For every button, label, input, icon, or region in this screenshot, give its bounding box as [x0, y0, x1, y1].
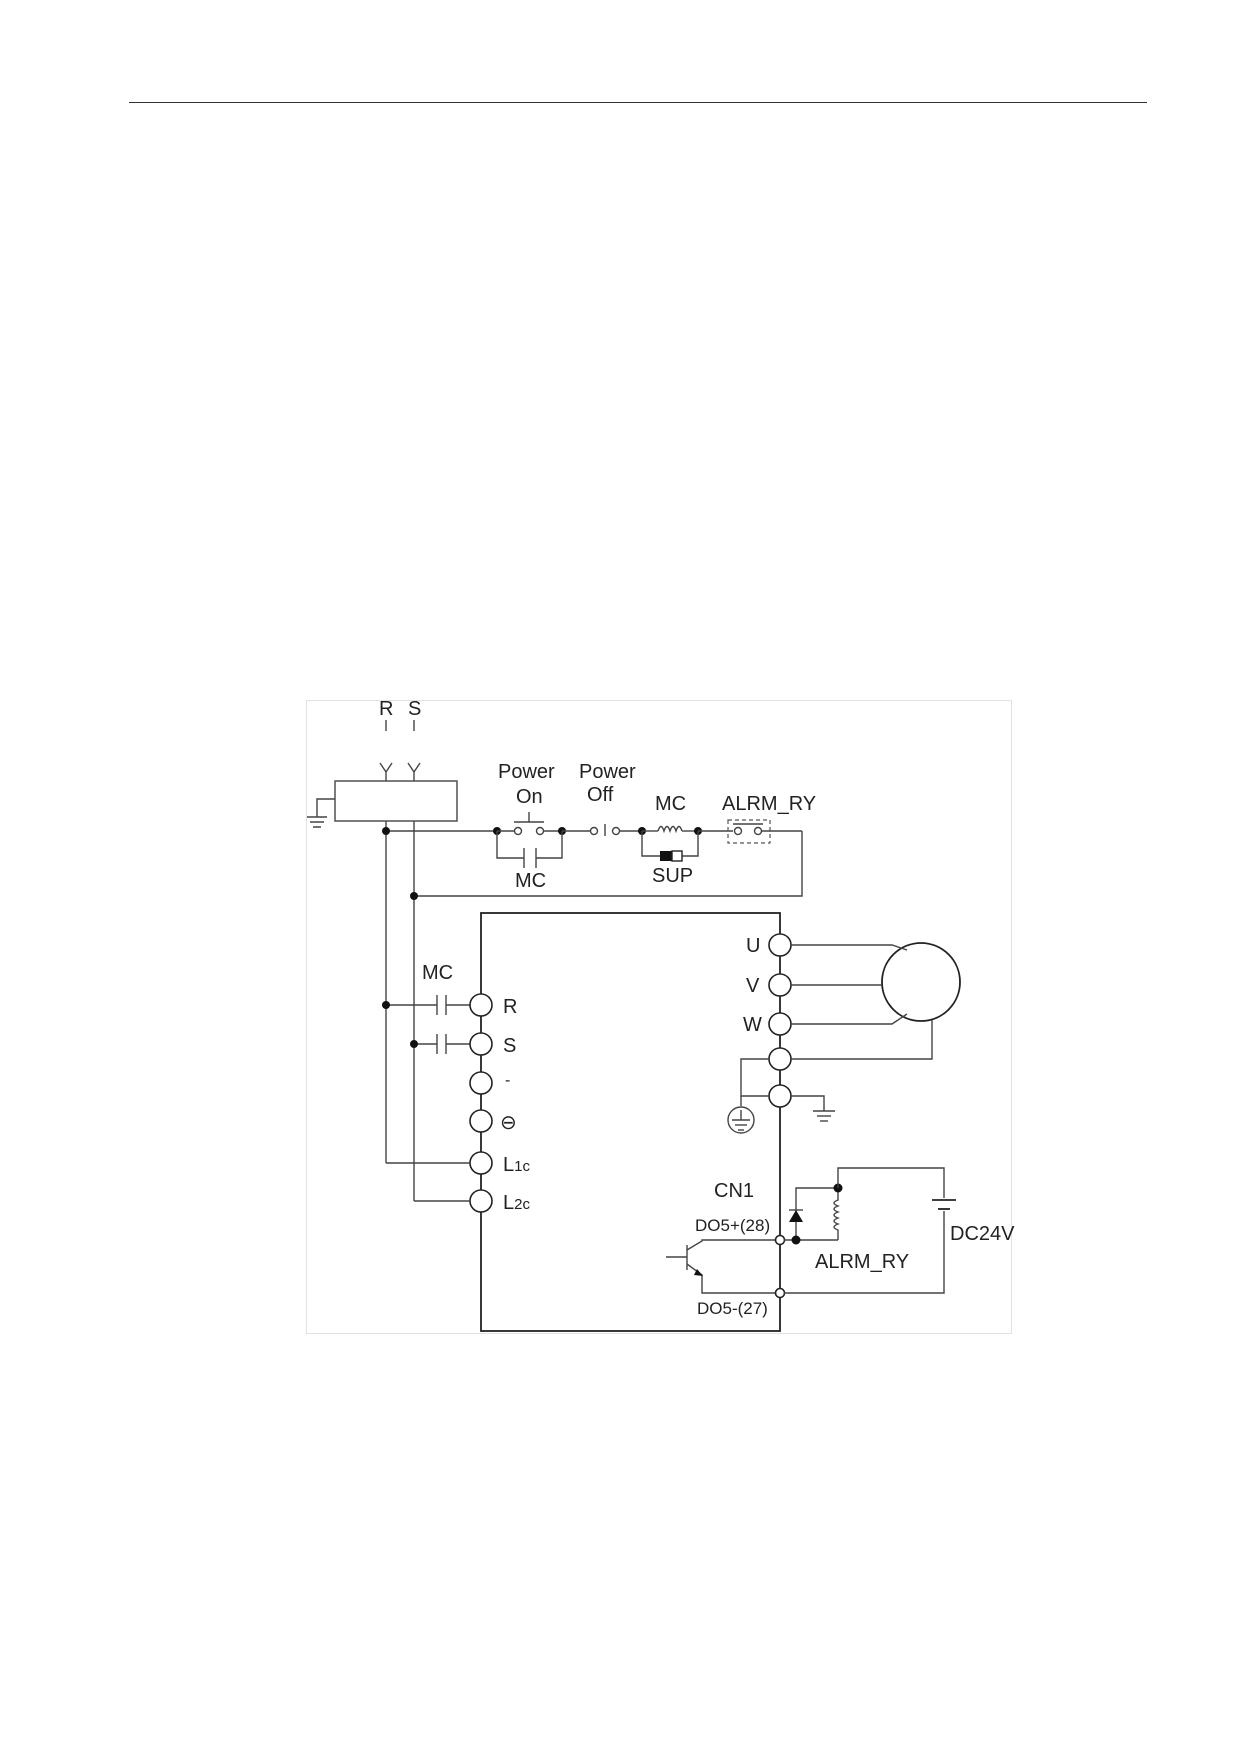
terminal-l1c: [469, 1151, 493, 1175]
mc-main-contact-r-icon: [386, 995, 470, 1015]
terminal-v-label: V: [746, 975, 760, 997]
terminal-r: [469, 993, 493, 1017]
terminal-v: [768, 973, 792, 997]
do5-minus-label: DO5-(27): [697, 1299, 768, 1318]
power-on-label-1: Power: [498, 761, 555, 783]
servo-drive-box: [480, 912, 781, 1332]
cn1-label: CN1: [714, 1180, 754, 1202]
diagram-frame: [306, 700, 1012, 1334]
mc-holding-contact-icon: [496, 831, 563, 868]
mc-main-label: MC: [422, 962, 453, 984]
terminal-pe: [768, 1084, 792, 1108]
suppressor-icon: [641, 831, 699, 862]
supply-r-plug-icon: [379, 762, 393, 781]
supply-s-plug-icon: [407, 762, 421, 781]
do5-plus-pin: [774, 1234, 786, 1246]
mc-main-contact-s-icon: [414, 1034, 470, 1054]
terminal-negative: [469, 1109, 493, 1133]
alarm-contact-label: ALRM_RY: [722, 793, 816, 815]
dc24v-label: DC24V: [950, 1223, 1015, 1245]
earth-ground-icon: [791, 1095, 835, 1122]
do5-minus-pin: [774, 1287, 786, 1299]
power-off-label-1: Power: [579, 761, 636, 783]
power-on-label-2: On: [516, 786, 543, 808]
power-off-label-2: Off: [587, 784, 614, 806]
terminal-u-label: U: [746, 935, 760, 957]
mc-holding-label: MC: [515, 870, 546, 892]
terminal-minus: [469, 1071, 493, 1095]
terminal-minus-label: -: [505, 1072, 510, 1089]
mc-coil-icon: [642, 825, 698, 834]
power-off-button-icon: [562, 824, 642, 836]
terminal-w-label: W: [743, 1014, 762, 1036]
terminal-negative-label: ⊖: [500, 1112, 517, 1134]
terminal-s-label: S: [503, 1035, 516, 1057]
terminal-s: [469, 1032, 493, 1056]
suppressor-label: SUP: [652, 865, 693, 887]
alarm-contact-icon: [698, 819, 802, 844]
terminal-motor-ground: [768, 1047, 792, 1071]
alarm-relay-label: ALRM_RY: [815, 1251, 909, 1273]
filter-ground-icon: [307, 798, 335, 828]
chassis-ground-icon: [727, 1096, 755, 1134]
terminal-w: [768, 1012, 792, 1036]
power-on-button-icon: [497, 812, 562, 836]
terminal-l2c-label: L2c: [503, 1192, 530, 1214]
do5-plus-label: DO5+(28): [695, 1216, 770, 1235]
output-transistor-icon: [666, 1239, 780, 1294]
terminal-r-label: R: [503, 996, 517, 1018]
terminal-u: [768, 933, 792, 957]
mc-coil-label: MC: [655, 793, 686, 815]
dc24v-battery-icon: [932, 1199, 956, 1210]
header-rule: [129, 102, 1147, 103]
flyback-diode-icon: [789, 1209, 803, 1222]
terminal-l2c: [469, 1189, 493, 1213]
supply-s-label: S: [408, 698, 421, 720]
input-filter-box: [334, 780, 458, 822]
alarm-relay-coil-icon: [784, 1187, 840, 1241]
terminal-l1c-label: L1c: [503, 1154, 530, 1176]
servo-motor-icon: [881, 942, 961, 1022]
supply-r-label: R: [379, 698, 393, 720]
